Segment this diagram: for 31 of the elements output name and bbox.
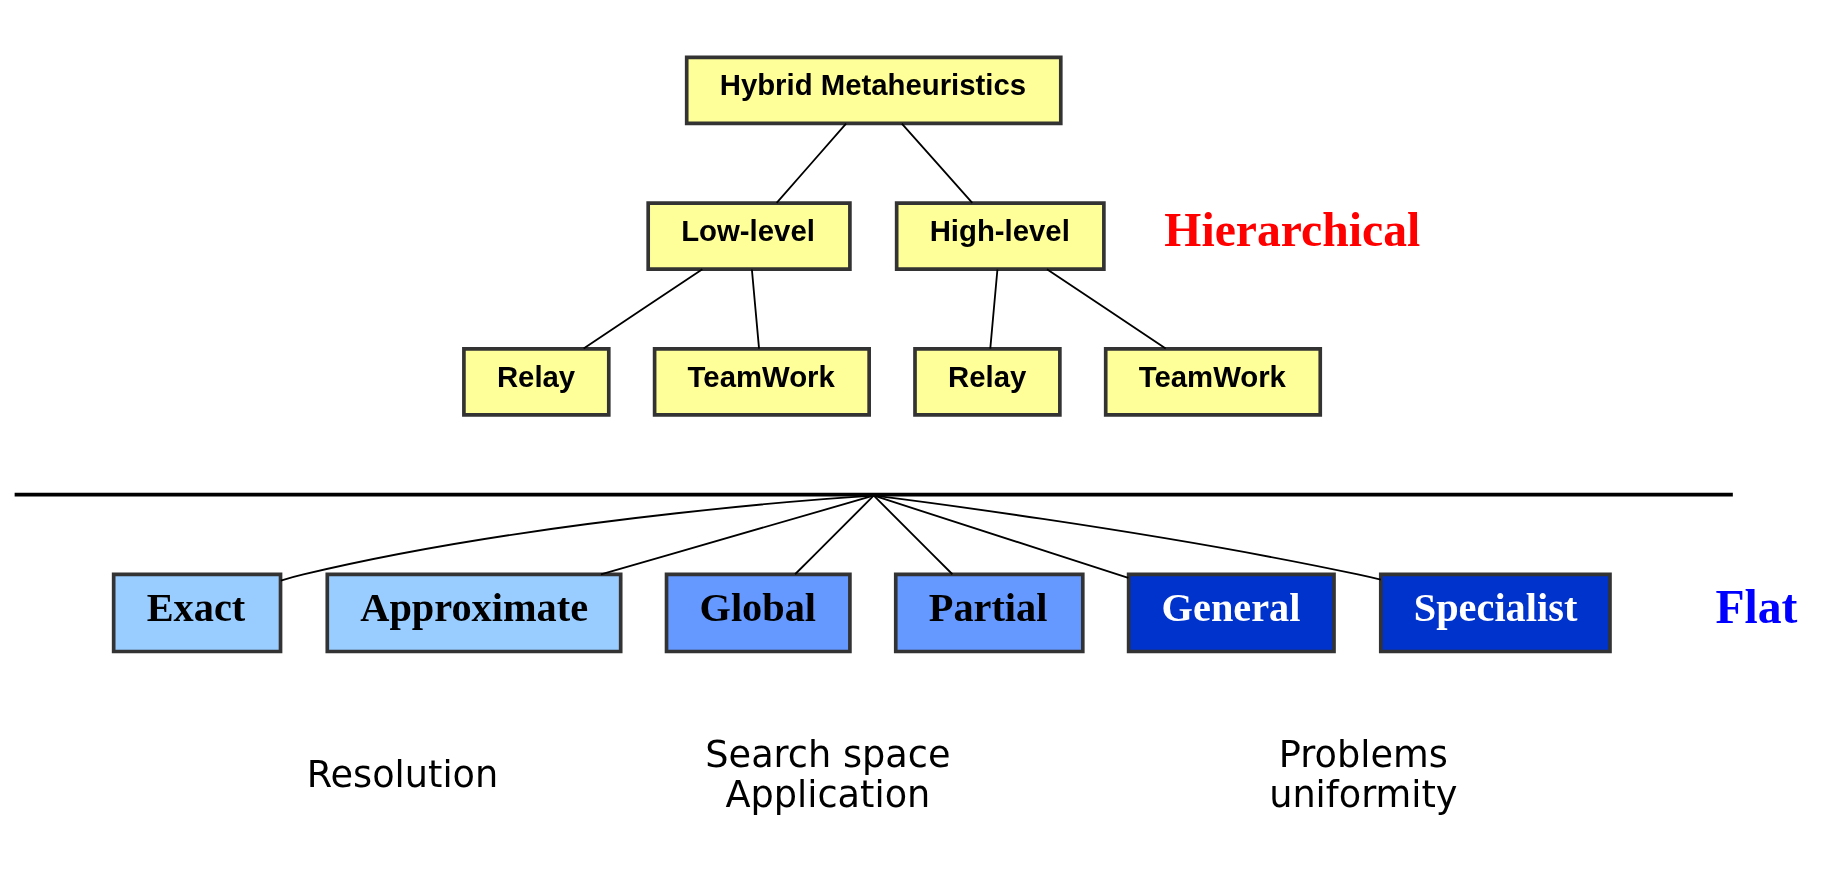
connector <box>775 122 847 204</box>
connector <box>794 494 875 576</box>
node-box: Low-level <box>646 201 852 271</box>
node-box: Relay <box>913 347 1062 417</box>
node-box: Partial <box>893 572 1085 654</box>
node-box: Specialist <box>1378 572 1612 654</box>
node-box: Exact <box>111 572 283 654</box>
connector <box>279 494 875 582</box>
node-bar <box>14 492 1733 497</box>
label: Flat <box>1715 580 1798 633</box>
connector <box>1046 268 1167 350</box>
node-box: High-level <box>894 201 1106 271</box>
node-box: Approximate <box>325 572 623 654</box>
connector <box>582 268 704 350</box>
node-box: TeamWork <box>1103 347 1323 417</box>
connector <box>873 494 1382 581</box>
label: Resolution <box>306 753 499 797</box>
node-box: General <box>1126 572 1336 654</box>
label: Hierarchical <box>1164 203 1421 256</box>
node-box: Global <box>664 572 852 654</box>
label: Problems uniformity <box>1269 732 1458 817</box>
node-box: Hybrid Metaheuristics <box>684 55 1063 126</box>
label: Search space Application <box>705 732 951 817</box>
connector <box>989 268 999 350</box>
connector <box>750 268 760 350</box>
connector <box>600 494 875 576</box>
connector <box>900 122 974 204</box>
node-box: TeamWork <box>652 347 871 417</box>
connector <box>873 494 1130 579</box>
connector <box>872 494 954 576</box>
node-box: Relay <box>462 347 611 417</box>
